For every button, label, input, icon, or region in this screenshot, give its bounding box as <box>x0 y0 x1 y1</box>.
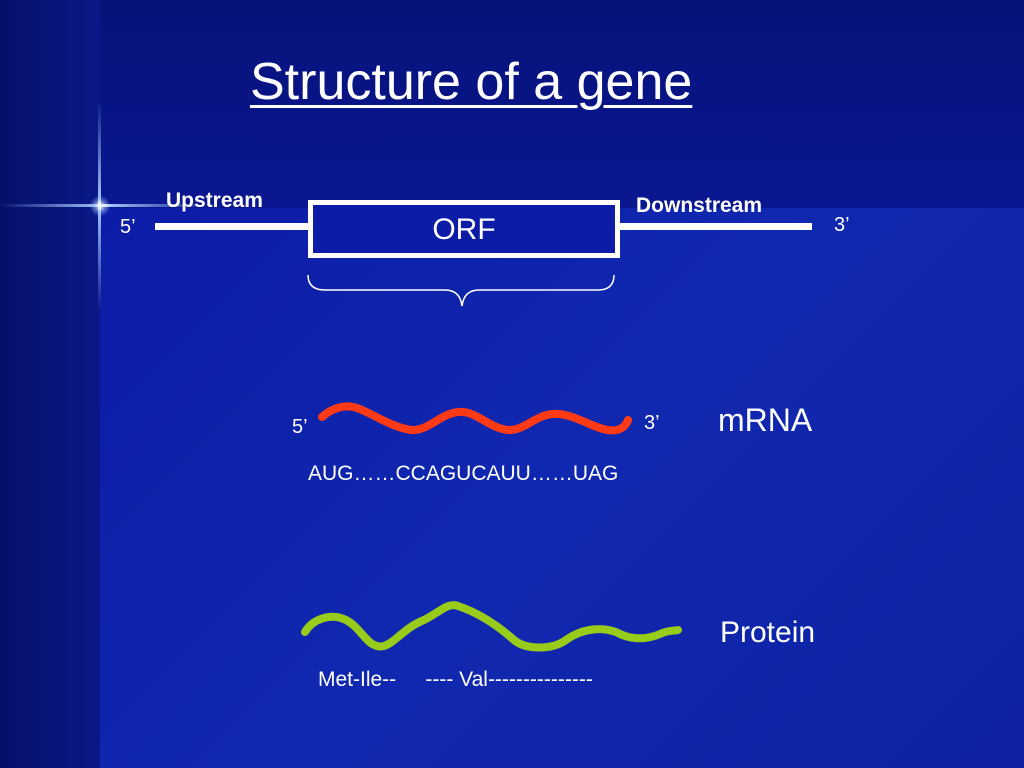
orf-box: ORF <box>308 200 620 258</box>
background-top-band <box>100 0 1024 208</box>
protein-strand <box>301 601 682 652</box>
mrna-five-prime-label: 5’ <box>292 416 308 438</box>
gene-line-left <box>155 223 313 230</box>
slide-title: Structure of a gene <box>250 53 693 111</box>
orf-brace <box>307 274 615 307</box>
mrna-label: mRNA <box>718 402 813 438</box>
protein-sequence: Met-Ile-- ---- Val--------------- <box>318 668 593 691</box>
background-left-band <box>0 0 100 768</box>
mrna-three-prime-label: 3’ <box>644 412 660 434</box>
sparkle-center-glow <box>90 196 110 216</box>
gene-line-right <box>610 223 812 230</box>
downstream-label: Downstream <box>636 194 763 217</box>
gene-three-prime-label: 3’ <box>834 214 850 236</box>
gene-five-prime-label: 5’ <box>120 216 136 238</box>
protein-label: Protein <box>720 616 816 649</box>
orf-label: ORF <box>432 213 496 246</box>
background-main-panel <box>100 208 1024 768</box>
mrna-strand <box>318 402 632 435</box>
mrna-sequence: AUG……CCAGUCAUU……UAG <box>308 462 619 485</box>
upstream-label: Upstream <box>166 189 263 212</box>
